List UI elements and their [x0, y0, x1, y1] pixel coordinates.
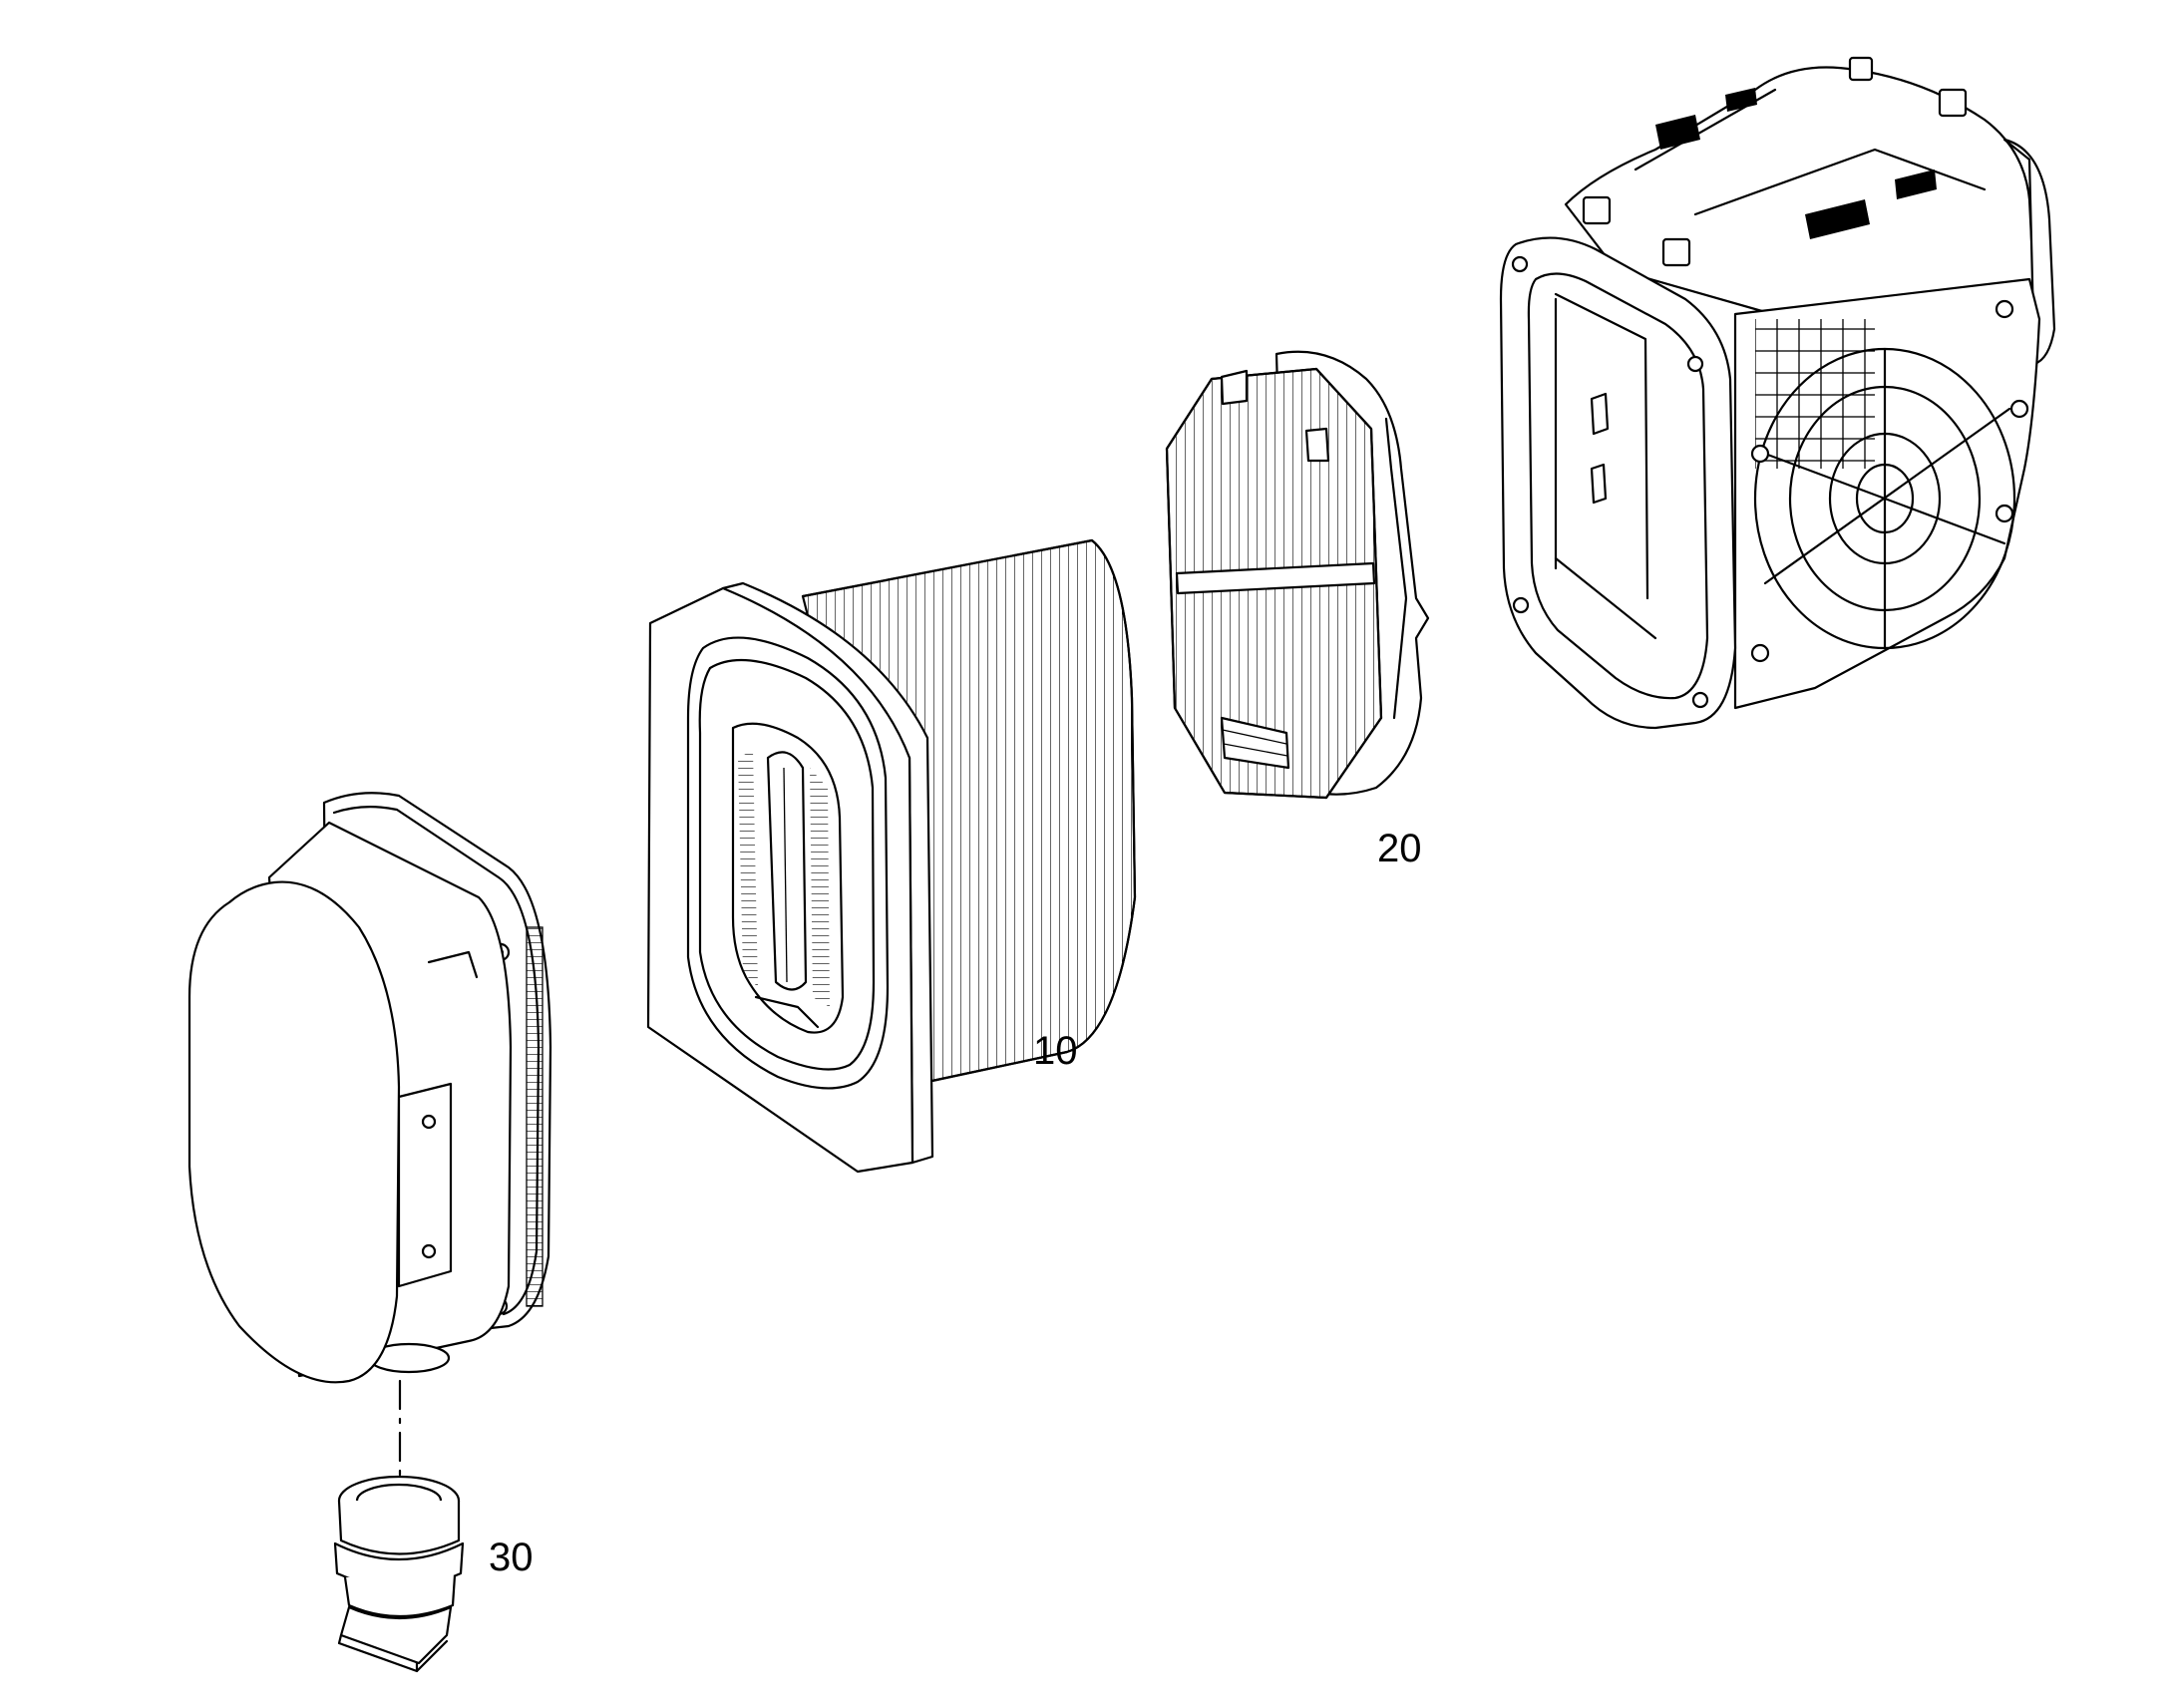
- adapter-lower-collar: [343, 1574, 457, 1618]
- adapter-nozzle: [339, 1605, 453, 1665]
- housing-clip-3: [1938, 88, 1968, 118]
- cover-front-face: [187, 880, 401, 1384]
- flat-filter-tab-right: [1304, 427, 1330, 463]
- housing-front-opening: [1527, 272, 1709, 700]
- adapter-part: [333, 1379, 465, 1673]
- flat-filter-part: [1165, 350, 1430, 800]
- housing-clip-2: [1661, 237, 1691, 267]
- housing-clip-1: [1582, 195, 1612, 225]
- housing-grille-grid: [1755, 319, 1875, 469]
- flat-filter-tab-left: [1220, 369, 1249, 406]
- filter-cartridge-part: [646, 538, 1137, 1174]
- callout-flat-filter: 20: [1377, 827, 1422, 870]
- callout-filter-cartridge: 10: [1033, 1029, 1078, 1073]
- housing-clip-4: [1848, 56, 1874, 82]
- housing-latch-right: [1805, 199, 1870, 239]
- cover-label-plate: [397, 1082, 453, 1288]
- housing-motor-cap: [2002, 138, 2056, 366]
- cover-flange-teeth: [526, 926, 544, 1307]
- flat-filter-divider: [1175, 561, 1376, 595]
- motor-housing: [1499, 56, 2056, 730]
- cartridge-opening-ring: [686, 636, 890, 1090]
- cartridge-center-slot: [766, 751, 808, 991]
- filter-cover: [187, 792, 552, 1384]
- housing-latch-left: [1655, 115, 1700, 150]
- callout-adapter: 30: [489, 1536, 534, 1579]
- flat-filter-bottom-strip: [1220, 716, 1290, 770]
- adapter-upper-collar: [337, 1500, 461, 1555]
